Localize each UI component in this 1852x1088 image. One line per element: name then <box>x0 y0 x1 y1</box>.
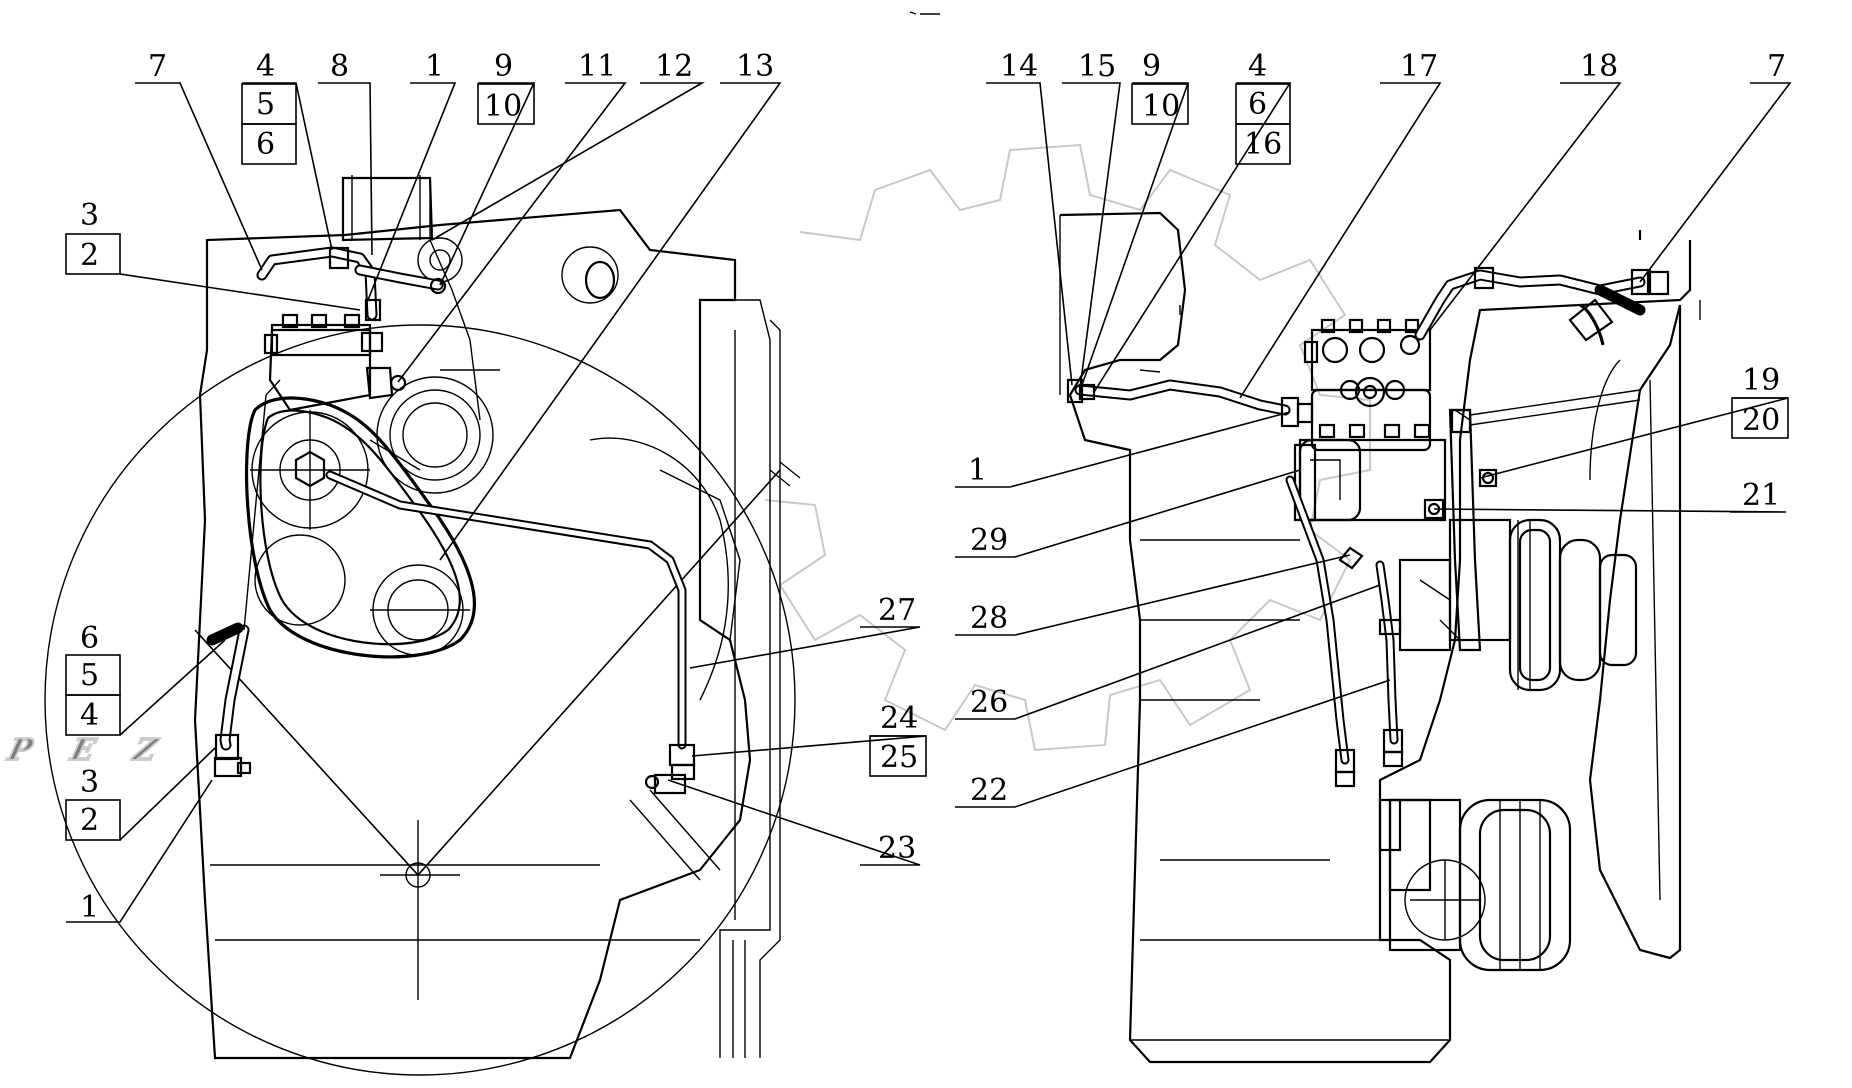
callout-label: 8 <box>330 49 349 84</box>
left-drive-belt <box>245 396 476 659</box>
callout-label: 6 <box>80 621 99 656</box>
callout-label: 3 <box>80 765 99 800</box>
callout-label: 17 <box>1400 49 1438 84</box>
callout-label: 7 <box>1767 49 1786 84</box>
callout-label: 16 <box>1244 127 1282 162</box>
top-mark <box>909 11 940 15</box>
callout-label: 9 <box>1142 49 1161 84</box>
watermark-text: DPEZ <box>0 732 201 767</box>
callout-label: 5 <box>256 87 275 122</box>
callout-label: 29 <box>970 523 1008 558</box>
callout-label: 14 <box>1000 49 1038 84</box>
left-compressor-body <box>268 328 372 412</box>
watermark: DPEZ <box>0 143 1371 769</box>
right-callouts: 14 15 9 10 4 6 16 17 18 7 19 20 21 1 <box>955 49 1792 808</box>
left-callouts: 7 4 5 6 8 1 9 10 11 12 13 3 2 6 <box>65 49 927 925</box>
callout-label: 12 <box>655 49 693 84</box>
callout-label: 2 <box>80 238 99 273</box>
callout-label: 24 <box>880 701 918 736</box>
callout-label: 10 <box>1142 89 1180 124</box>
callout-label: 6 <box>1248 87 1267 122</box>
callout-label: 21 <box>1742 478 1780 513</box>
watermark-gear-outline <box>764 143 1371 752</box>
callout-label: 26 <box>970 685 1008 720</box>
callout-label: 15 <box>1078 49 1116 84</box>
left-view <box>44 175 801 1076</box>
callout-label: 11 <box>578 49 616 84</box>
right-view <box>1059 211 1701 1064</box>
callout-label: 4 <box>1248 49 1267 84</box>
callout-label: 5 <box>80 658 99 693</box>
callout-label: 10 <box>484 89 522 124</box>
callout-label: 25 <box>880 740 918 775</box>
callout-label: 3 <box>80 198 99 233</box>
left-engine-outline <box>193 208 752 1060</box>
callout-label: 1 <box>968 453 987 488</box>
right-engine-outline <box>1059 211 1692 1064</box>
callout-label: 7 <box>148 49 167 84</box>
callout-label: 1 <box>425 49 444 84</box>
callout-label: 2 <box>80 803 99 838</box>
callout-label: 1 <box>80 890 99 925</box>
callout-label: 28 <box>970 601 1008 636</box>
right-bracket <box>1448 408 1482 652</box>
callout-label: 19 <box>1742 363 1780 398</box>
callout-label: 4 <box>256 49 275 84</box>
callout-label: 9 <box>494 49 513 84</box>
callout-label: 18 <box>1580 49 1618 84</box>
callout-label: 27 <box>878 593 916 628</box>
callout-label: 13 <box>736 49 774 84</box>
callout-label: 23 <box>878 831 916 866</box>
callout-label: 4 <box>80 698 99 733</box>
callout-label: 22 <box>970 773 1008 808</box>
callout-label: 6 <box>256 127 275 162</box>
